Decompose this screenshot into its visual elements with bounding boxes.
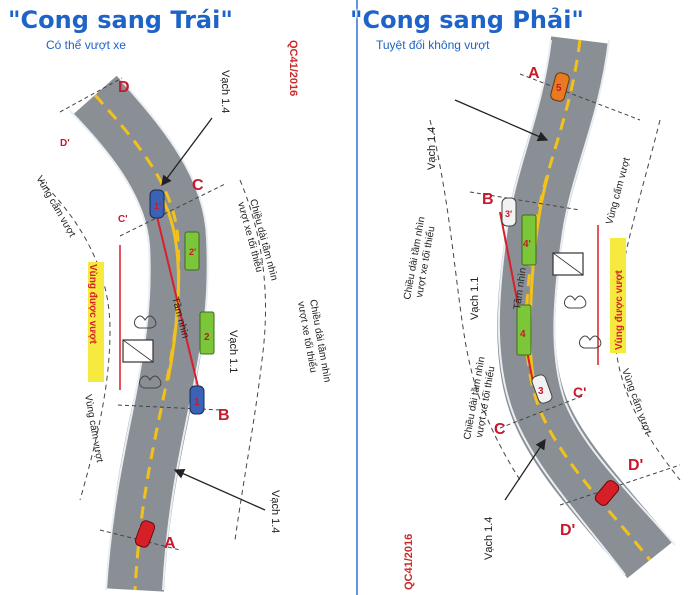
left-sight-line	[154, 207, 201, 396]
left-veh-1: 1	[194, 397, 200, 408]
right-vach11: Vạch 1.1	[469, 277, 481, 320]
left-car-1p	[149, 189, 165, 219]
left-point-Dp: D'	[60, 138, 70, 149]
left-point-C: C	[192, 177, 204, 194]
left-veh-2: 2	[204, 332, 210, 343]
left-point-B: B	[218, 407, 230, 424]
right-car-3	[531, 374, 553, 404]
left-code: QC41/2016	[287, 40, 299, 96]
left-truck-2p	[184, 231, 200, 271]
left-point-Cp: C'	[118, 214, 128, 225]
right-point-A: A	[528, 65, 540, 82]
right-point-Cp: C'	[573, 384, 586, 400]
left-vach14-bottom: Vạch 1.4	[269, 490, 281, 533]
right-title: "Cong sang Phải"	[350, 6, 584, 34]
right-car-3p	[501, 197, 517, 227]
left-duoc-vuot: Vùng được vượt	[87, 264, 98, 344]
right-truck-4	[516, 304, 532, 356]
left-vach11: Vạch 1.1	[227, 330, 239, 373]
left-vach14-top: Vạch 1.4	[219, 70, 231, 113]
right-point-C: C	[494, 421, 506, 438]
right-point-D: D'	[560, 522, 575, 539]
left-truck-2	[199, 311, 215, 355]
left-road-edge-inner	[68, 109, 151, 591]
right-duoc-vuot: Vùng được vượt	[614, 270, 625, 350]
left-point-D: D	[118, 79, 130, 96]
left-veh-2p: 2'	[189, 247, 196, 257]
right-tam-nhin: Tầm nhìn	[511, 267, 529, 311]
right-veh-4p: 4'	[523, 239, 531, 250]
right-veh-3: 3	[538, 386, 544, 397]
right-veh-5: 5	[556, 83, 562, 94]
left-car-red	[134, 520, 156, 548]
right-veh-3p: 3'	[505, 209, 512, 219]
left-subtitle: Có thể vượt xe	[46, 38, 126, 52]
right-veh-4: 4	[520, 329, 526, 340]
right-vach14-top: Vạch 1.4	[426, 127, 438, 170]
left-centerline	[93, 94, 181, 591]
left-point-A: A	[164, 535, 176, 552]
right-point-Dp: D'	[628, 457, 643, 474]
right-cam-top: Vùng cấm vượt	[603, 156, 632, 226]
right-solid-line	[528, 174, 550, 396]
right-road	[497, 36, 673, 579]
right-passing-zone	[610, 238, 626, 353]
right-vach14-bottom: Vạch 1.4	[483, 517, 495, 560]
right-cam-bottom: Vùng cấm vượt	[619, 367, 654, 436]
left-car-1	[189, 385, 205, 415]
left-cam-top: Vùng cấm vượt	[33, 174, 78, 240]
right-car-red	[594, 480, 620, 506]
left-cam-bottom: Vùng cấm vượt	[82, 393, 106, 463]
left-passing-zone	[88, 262, 104, 382]
right-car-5	[550, 72, 570, 102]
right-code: QC41/2016	[403, 534, 415, 590]
right-subtitle: Tuyệt đối không vượt	[376, 38, 490, 52]
right-truck-4p	[521, 214, 537, 266]
left-veh-1p: 1'	[154, 201, 161, 211]
left-title: "Cong sang Trái"	[8, 6, 233, 34]
right-point-B: B	[482, 191, 494, 208]
